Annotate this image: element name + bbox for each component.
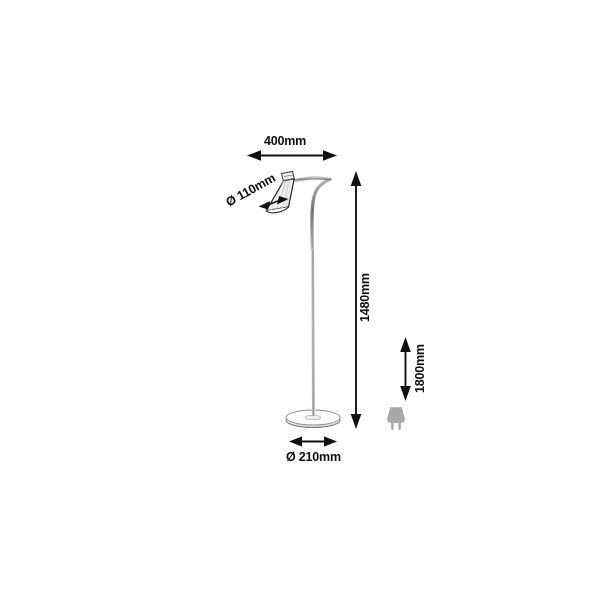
power-plug — [387, 407, 405, 430]
dimension-label-1480mm: 1480mm — [358, 273, 372, 322]
dimension-label-210mm: Ø 210mm — [286, 450, 341, 464]
dimension-110mm — [258, 196, 289, 210]
dimension-label-400mm: 400mm — [264, 134, 307, 148]
lamp-arm — [294, 176, 332, 250]
dimension-400mm — [247, 150, 337, 161]
dimension-1480mm — [350, 171, 362, 429]
dimension-1800mm — [400, 337, 411, 401]
lamp-stem — [310, 245, 316, 417]
dimension-label-1800mm: 1800mm — [413, 344, 427, 393]
dimension-210mm — [289, 436, 337, 447]
lamp-base — [285, 409, 341, 428]
